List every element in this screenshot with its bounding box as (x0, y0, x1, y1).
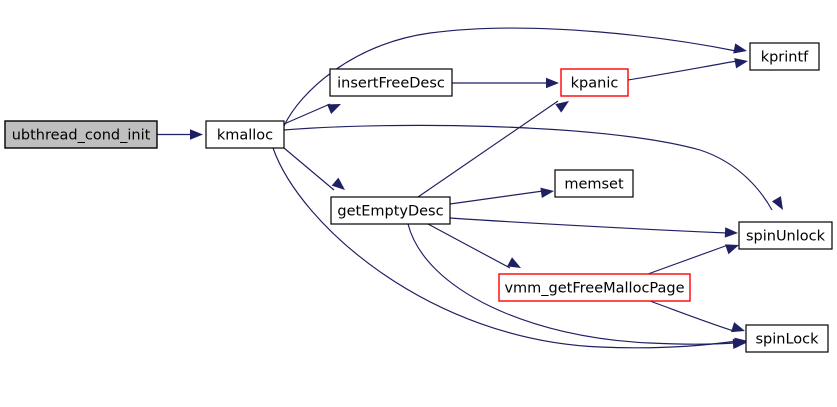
edge-kpanic-to-kprintf (627, 58, 748, 81)
arrow-head-icon (725, 244, 739, 255)
edge-ubthread_cond_init-to-kmalloc (157, 129, 203, 140)
edges-layer (157, 27, 783, 349)
arrow-head-icon (731, 322, 745, 333)
edge-line (647, 244, 729, 275)
node-spinLock[interactable]: spinLock (745, 324, 829, 353)
node-box[interactable] (205, 120, 285, 149)
edge-line (449, 190, 544, 205)
arrow-head-icon (732, 338, 746, 349)
node-insertFreeDesc[interactable]: insertFreeDesc (329, 68, 453, 97)
node-label: insertFreeDesc (337, 76, 445, 92)
arrow-head-icon (733, 43, 747, 54)
node-box[interactable] (330, 196, 451, 225)
edge-insertFreeDesc-to-kpanic (452, 77, 559, 89)
arrow-head-icon (331, 177, 345, 190)
node-box[interactable] (738, 221, 833, 250)
node-getEmptyDesc[interactable]: getEmptyDesc (330, 196, 451, 225)
node-box[interactable] (560, 68, 629, 97)
arrow-head-icon (724, 227, 738, 238)
edge-line (283, 147, 335, 191)
edge-line (627, 60, 738, 81)
node-spinUnlock[interactable]: spinUnlock (738, 221, 833, 250)
node-label: kprintf (761, 50, 809, 66)
edge-getEmptyDesc-to-memset (449, 187, 554, 205)
arrow-head-icon (734, 58, 748, 69)
edge-line (272, 147, 738, 349)
node-kmalloc[interactable]: kmalloc (205, 120, 285, 149)
arrow-head-icon (771, 196, 783, 210)
edge-kmalloc-to-insertFreeDesc (283, 103, 341, 125)
node-label: spinLock (755, 332, 819, 348)
node-vmm_getFreeMallocPage[interactable]: vmm_getFreeMallocPage (498, 273, 691, 302)
edge-kmalloc-to-spinUnlock (283, 124, 783, 211)
arrow-head-icon (555, 101, 569, 113)
node-label: ubthread_cond_init (12, 128, 151, 144)
edge-line (417, 100, 559, 198)
arrow-head-icon (190, 129, 203, 140)
node-box[interactable] (554, 169, 634, 198)
edge-getEmptyDesc-to-vmm_getFreeMallocPage (427, 223, 521, 269)
node-label: kpanic (571, 76, 619, 92)
edge-line (449, 217, 728, 234)
nodes-layer: ubthread_cond_init kmalloc insertFreeDesc k… (4, 42, 833, 353)
edge-line (649, 300, 735, 332)
node-label: spinUnlock (746, 229, 826, 245)
edge-kmalloc-to-spinLock (272, 147, 748, 349)
edge-vmm_getFreeMallocPage-to-spinUnlock (647, 244, 739, 275)
node-label: getEmptyDesc (337, 204, 443, 220)
node-box[interactable] (745, 324, 829, 353)
edge-getEmptyDesc-to-kpanic (417, 100, 569, 198)
node-memset[interactable]: memset (554, 169, 634, 198)
node-box[interactable] (4, 120, 158, 149)
edge-getEmptyDesc-to-spinUnlock (449, 217, 738, 238)
node-kprintf[interactable]: kprintf (749, 42, 820, 71)
node-box[interactable] (498, 273, 691, 302)
edge-line (283, 124, 773, 211)
edge-kmalloc-to-kprintf (283, 27, 747, 127)
arrow-head-icon (507, 257, 521, 268)
edge-vmm_getFreeMallocPage-to-spinLock (649, 300, 745, 333)
node-label: vmm_getFreeMallocPage (504, 281, 684, 297)
edge-line (407, 223, 736, 345)
node-kpanic[interactable]: kpanic (560, 68, 629, 97)
node-ubthread_cond_init[interactable]: ubthread_cond_init (4, 120, 158, 149)
node-label: memset (564, 177, 624, 193)
edge-line (283, 103, 331, 125)
arrow-head-icon (540, 187, 554, 198)
arrow-head-icon (546, 77, 559, 89)
edge-line (283, 27, 737, 127)
edge-kmalloc-to-getEmptyDesc (283, 147, 345, 191)
edge-getEmptyDesc-to-spinLock (407, 223, 746, 349)
node-box[interactable] (749, 42, 820, 71)
node-label: kmalloc (217, 128, 273, 144)
edge-line (427, 223, 511, 269)
node-box[interactable] (329, 68, 453, 97)
arrow-head-icon (327, 104, 341, 114)
